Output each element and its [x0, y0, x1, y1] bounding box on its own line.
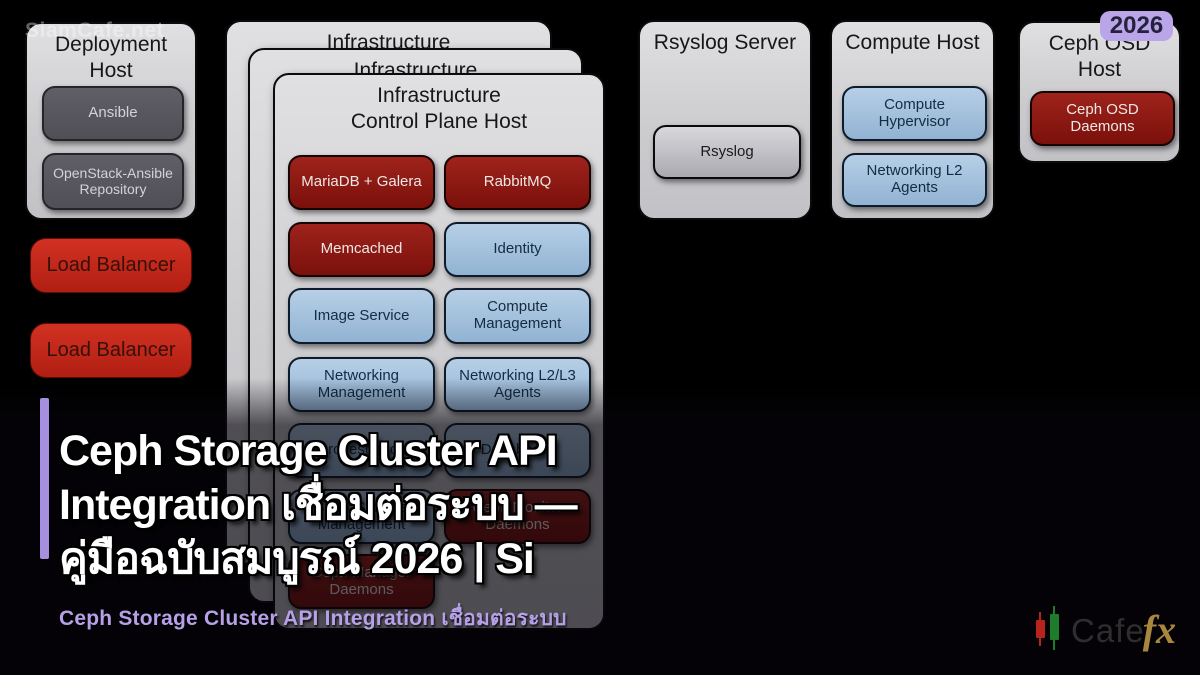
year-badge: 2026: [1100, 11, 1173, 41]
hero-title-line-2: Integration เชื่อมต่อระบบ —: [59, 481, 578, 529]
ceph-osd-daemons-box: Ceph OSD Daemons: [1030, 91, 1175, 146]
cafefx-logo: Cafe fx: [1033, 606, 1176, 650]
rsyslog-server-card: Rsyslog Server Rsyslog: [638, 20, 812, 220]
hero-title-line-1: Ceph Storage Cluster API: [59, 427, 558, 475]
candlestick-icon: [1036, 606, 1059, 650]
hero-title: Ceph Storage Cluster API Integration เชื…: [59, 424, 578, 586]
identity-box: Identity: [444, 222, 591, 277]
ceph-osd-host-card: Ceph OSD Host Ceph OSD Daemons: [1018, 21, 1181, 163]
image-service-box: Image Service: [288, 288, 435, 344]
compute-hypervisor-box: Compute Hypervisor: [842, 86, 987, 141]
logo-text-fx: fx: [1142, 607, 1177, 652]
memcached-box: Memcached: [288, 222, 435, 277]
title-accent-bar: [40, 398, 49, 559]
ansible-box: Ansible: [42, 86, 184, 141]
rsyslog-box: Rsyslog: [653, 125, 801, 179]
load-balancer-box-2: Load Balancer: [30, 323, 192, 378]
siamcafe-watermark: SiamCafe.net: [25, 19, 165, 42]
logo-text-cafe: Cafe: [1071, 612, 1145, 649]
mariadb-galera-box: MariaDB + Galera: [288, 155, 435, 210]
infra-title-line1: Infrastructure: [377, 84, 501, 107]
networking-l2-agents-box: Networking L2 Agents: [842, 153, 987, 207]
hero-title-line-3: คู่มือฉบับสมบูรณ์ 2026 | Si: [59, 535, 535, 583]
networking-management-box: Networking Management: [288, 357, 435, 412]
openstack-ansible-repository-box: OpenStack-Ansible Repository: [42, 153, 184, 210]
infra-title-line2: Control Plane Host: [350, 109, 528, 133]
deployment-host-card: Deployment Host Ansible OpenStack-Ansibl…: [25, 22, 197, 220]
load-balancer-box-1: Load Balancer: [30, 238, 192, 293]
compute-host-card: Compute Host Compute Hypervisor Networki…: [830, 20, 995, 220]
rabbitmq-box: RabbitMQ: [444, 155, 591, 210]
rsyslog-server-title: Rsyslog Server: [653, 31, 797, 54]
compute-host-title: Compute Host: [845, 31, 980, 54]
compute-management-box: Compute Management: [444, 288, 591, 344]
hero-subtitle: Ceph Storage Cluster API Integration เชื…: [59, 607, 567, 630]
networking-l2l3-agents-box: Networking L2/L3 Agents: [444, 357, 591, 412]
